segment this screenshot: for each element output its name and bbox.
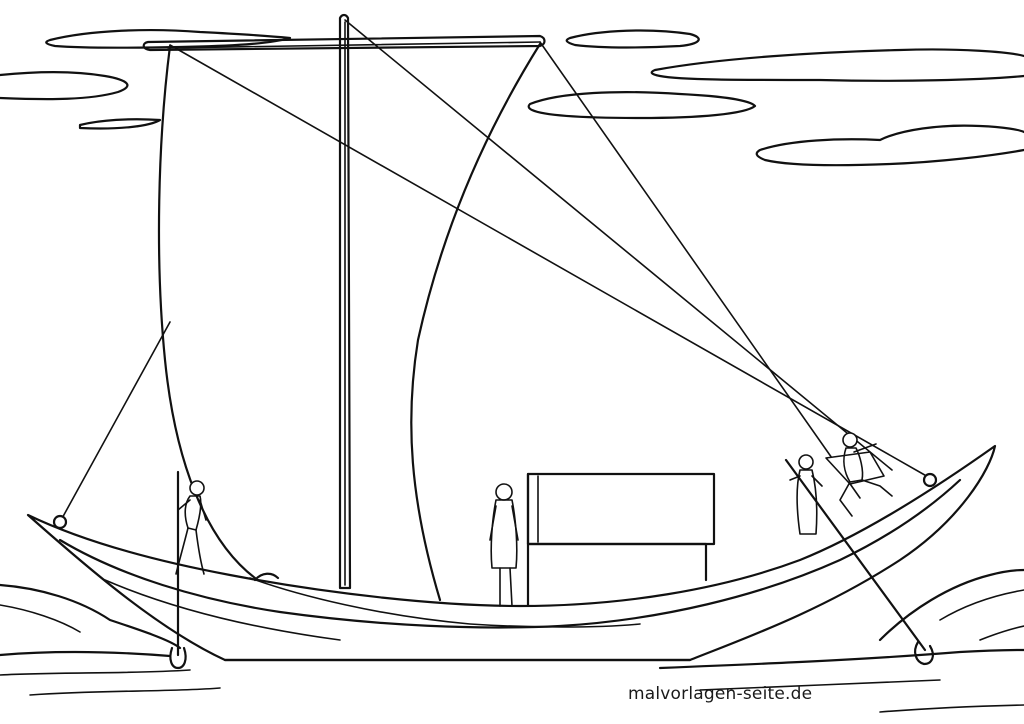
mast xyxy=(338,13,352,590)
standing-figure-center xyxy=(489,483,519,607)
yard-spar xyxy=(142,34,546,52)
hull xyxy=(26,444,997,662)
water xyxy=(0,648,1024,713)
sail xyxy=(157,41,542,602)
rower-figure-right xyxy=(789,454,823,535)
hills xyxy=(0,568,1024,650)
helmsman-figure xyxy=(825,432,893,517)
deck-cabin xyxy=(526,472,716,608)
clouds xyxy=(0,28,1024,167)
rigging xyxy=(59,19,931,523)
watermark-text: malvorlagen-seite.de xyxy=(628,684,813,704)
rower-figure-left xyxy=(175,480,207,575)
